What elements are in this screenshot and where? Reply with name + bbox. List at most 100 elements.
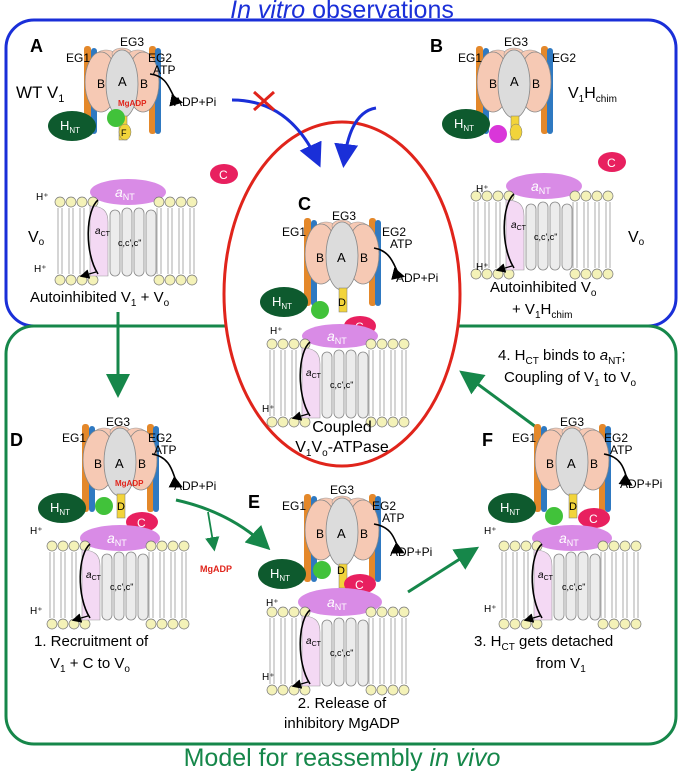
- a-nt-subunit: [298, 588, 382, 616]
- a-ct-label: aCT: [95, 226, 111, 238]
- eg2-label: EG2: [148, 51, 172, 65]
- proton-label: H⁺: [476, 184, 489, 195]
- eg1-label: EG1: [458, 51, 482, 65]
- eg3-label: EG3: [332, 209, 356, 223]
- h-nt-label: HNT: [60, 118, 80, 135]
- footer-title: Model for reassembly in vivo: [184, 744, 501, 772]
- step2-caption: 2. Release of: [298, 695, 387, 712]
- caption-v1hchim: + V1Hchim: [512, 301, 572, 321]
- eg2-label: EG2: [604, 431, 628, 445]
- subunit-d-label: D: [569, 501, 577, 513]
- step3-caption: 3. HCT gets detached: [474, 633, 613, 653]
- subunit-b-label: B: [360, 251, 368, 265]
- panel-b: B EG3 EG1 EG2 A B B V1Hchim HNT C aNT aC…: [334, 35, 645, 321]
- h-nt-label: HNT: [272, 294, 292, 311]
- step3-caption-line2: from V1: [536, 655, 586, 675]
- step4-caption-line2: Coupling of V1 to Vo: [504, 369, 636, 389]
- h-nt-label: HNT: [454, 116, 474, 133]
- panel-f: F EG3 EG1 EG2 ATP A B B ADP+Pi HNT D C a…: [474, 415, 662, 675]
- eg2-label: EG2: [382, 225, 406, 239]
- eg3-label: EG3: [120, 35, 144, 49]
- ring-label: c,c',c": [110, 582, 133, 592]
- v1vo-atpase-caption: V1Vo-ATPase: [295, 439, 389, 459]
- v1hchim-label: V1Hchim: [568, 85, 617, 105]
- proton-label: H⁺: [266, 598, 279, 609]
- h-nt-label: HNT: [500, 500, 520, 517]
- a-nt-subunit: [80, 525, 160, 551]
- a-nt-label: aNT: [327, 594, 347, 612]
- subunit-c-free: [210, 164, 238, 184]
- a-nt-label: aNT: [559, 530, 579, 548]
- proton-label: H⁺: [36, 192, 49, 203]
- h-nt-label: HNT: [50, 500, 70, 517]
- h-ct-subunit: [545, 507, 563, 525]
- panel-e: E EG3 EG1 EG2 ATP A B B ADP+Pi HNT D C a…: [248, 483, 432, 732]
- eg1-label: EG1: [282, 225, 306, 239]
- subunit-b-label: B: [97, 77, 105, 91]
- caption-autoinhibited-vo: Autoinhibited Vo: [490, 279, 597, 299]
- proton-label: H⁺: [484, 526, 497, 537]
- h-nt-subunit: [488, 493, 536, 523]
- h-ct-subunit: [311, 301, 329, 319]
- panel-d: D EG3 EG1 EG2 ATP A B B MgADP ADP+Pi HNT…: [10, 415, 216, 675]
- atp-label: ATP: [390, 237, 412, 251]
- proton-label: H⁺: [476, 262, 489, 273]
- step2-caption-line2: inhibitory MgADP: [284, 715, 400, 732]
- a-ct-label: aCT: [538, 570, 554, 582]
- h-nt-subunit: [260, 287, 308, 317]
- eg2-label: EG2: [148, 431, 172, 445]
- a-nt-subunit: [506, 173, 582, 199]
- step4-caption: 4. HCT binds to aNT;: [498, 347, 626, 367]
- a-ct-label: aCT: [306, 636, 322, 648]
- panel-e-letter: E: [248, 492, 260, 512]
- step1-caption: 1. Recruitment of: [34, 633, 149, 650]
- a-nt-subunit: [302, 324, 378, 348]
- h-ct-subunit: [313, 561, 331, 579]
- proton-label: H⁺: [30, 526, 43, 537]
- eg1-label: EG1: [282, 499, 306, 513]
- subunit-a-label: A: [337, 526, 346, 541]
- h-nt-subunit: [442, 109, 490, 139]
- atp-label: ATP: [610, 443, 632, 457]
- adp-label: ADP+Pi: [390, 545, 432, 559]
- ring-label: c,c',c": [118, 238, 141, 248]
- subunit-d-label: D: [117, 501, 125, 513]
- h-ct-subunit: [95, 497, 113, 515]
- subunit-c-label: C: [137, 516, 146, 530]
- proton-label: H⁺: [484, 604, 497, 615]
- panel-d-letter: D: [10, 430, 23, 450]
- subunit-b-label: B: [590, 457, 598, 471]
- adp-label: ADP+Pi: [174, 479, 216, 493]
- subunit-c-bound: [578, 508, 610, 528]
- adp-label: ADP+Pi: [396, 271, 438, 285]
- subunit-b-label: B: [546, 457, 554, 471]
- vo-label: Vo: [28, 229, 45, 248]
- subunit-c-label: C: [219, 168, 228, 182]
- proton-label: H⁺: [270, 326, 283, 337]
- subunit-b-label: B: [316, 251, 324, 265]
- panel-c: C EG3 EG1 EG2 ATP A B B ADP+Pi HNT D C a…: [260, 194, 438, 459]
- header-title: In vitro observations: [230, 0, 454, 24]
- subunit-a-label: A: [510, 74, 519, 89]
- eg3-label: EG3: [560, 415, 584, 429]
- proton-label: H⁺: [34, 264, 47, 275]
- a-nt-label: aNT: [327, 328, 347, 346]
- subunit-b-label: B: [140, 77, 148, 91]
- ring-label: c,c',c": [562, 582, 585, 592]
- mgadp-label: MgADP: [118, 99, 147, 108]
- h-chim-subunit: [489, 125, 507, 143]
- atp-label: ATP: [154, 443, 176, 457]
- coupled-caption: Coupled: [312, 419, 372, 436]
- eg3-label: EG3: [330, 483, 354, 497]
- a-ct-label: aCT: [511, 220, 527, 232]
- ring-label: c,c',c": [330, 648, 353, 658]
- subunit-a-label: A: [118, 74, 127, 89]
- eg3-label: EG3: [504, 35, 528, 49]
- subunit-c-free: [598, 152, 626, 172]
- eg1-label: EG1: [66, 51, 90, 65]
- a-nt-subunit: [90, 179, 166, 205]
- step1-caption-line2: V1 + C to Vo: [50, 655, 130, 675]
- a-nt-label: aNT: [107, 530, 127, 548]
- caption-autoinhibited-v1-vo: Autoinhibited V1 + Vo: [30, 289, 170, 309]
